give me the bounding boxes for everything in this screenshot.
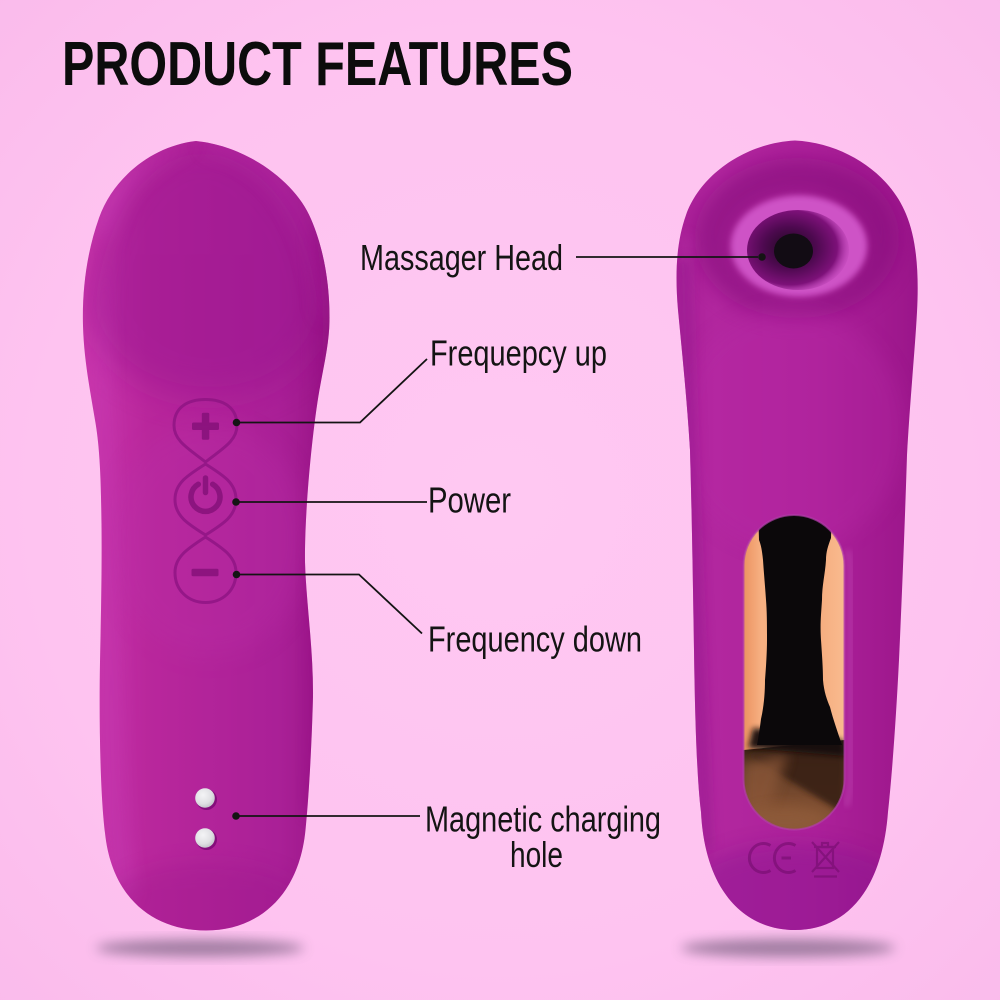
svg-text:Frequency down: Frequency down <box>428 619 642 660</box>
svg-text:hole: hole <box>510 834 563 875</box>
svg-text:Massager Head: Massager Head <box>360 237 563 278</box>
svg-text:Magnetic charging: Magnetic charging <box>425 799 661 840</box>
svg-text:Frequepcy up: Frequepcy up <box>430 333 607 374</box>
svg-text:Power: Power <box>428 479 511 520</box>
svg-text:PRODUCT FEATURES: PRODUCT FEATURES <box>62 29 573 99</box>
